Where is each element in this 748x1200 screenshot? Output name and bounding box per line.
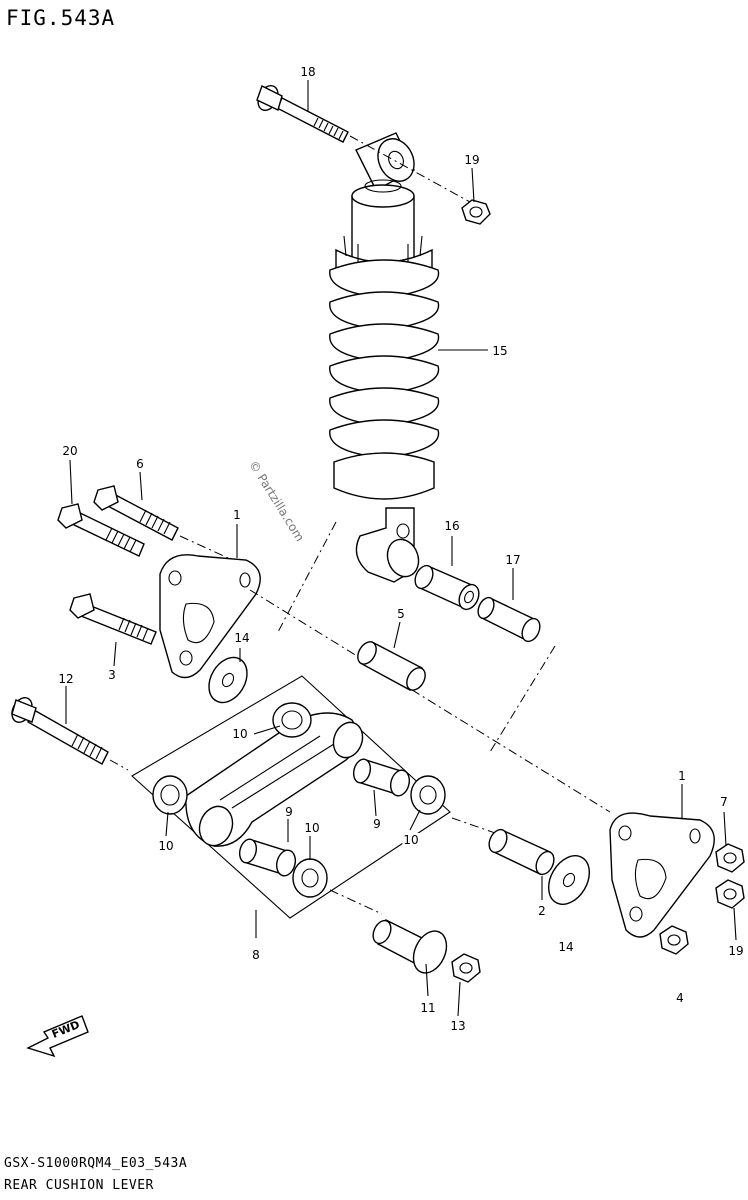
bearing-9-lower xyxy=(238,838,297,877)
shock-spring xyxy=(329,259,440,500)
seal-10-left xyxy=(152,775,188,815)
callout-15: 15 xyxy=(491,344,509,358)
washer-14-left xyxy=(208,656,248,704)
callout-3: 3 xyxy=(107,668,117,682)
callout-6: 6 xyxy=(135,457,145,471)
bolt-12 xyxy=(11,697,109,765)
callout-5: 5 xyxy=(396,607,406,621)
callout-7: 7 xyxy=(719,795,729,809)
collar-11 xyxy=(372,919,448,974)
bolt-18 xyxy=(256,85,349,143)
seal-10-bottom xyxy=(292,858,328,898)
callout-4: 4 xyxy=(675,991,685,1005)
callout-20: 20 xyxy=(61,444,79,458)
fwd-arrow-icon xyxy=(26,1015,89,1058)
callout-14: 14 xyxy=(557,940,575,954)
callout-10: 10 xyxy=(231,727,249,741)
bolt-3 xyxy=(69,593,157,645)
callout-16: 16 xyxy=(443,519,461,533)
bracket-1-left xyxy=(159,554,261,679)
callout-14: 14 xyxy=(233,631,251,645)
callout-12: 12 xyxy=(57,672,75,686)
bracket-1-right xyxy=(609,812,715,938)
figure-name: REAR CUSHION LEVER xyxy=(4,1178,154,1193)
callout-10: 10 xyxy=(157,839,175,853)
callout-1: 1 xyxy=(232,508,242,522)
callout-2: 2 xyxy=(537,904,547,918)
figure-title: FIG.543A xyxy=(6,6,116,30)
cushion-lever xyxy=(185,712,364,847)
nut-19-right xyxy=(715,879,745,909)
bearing-9-upper xyxy=(352,758,411,797)
callout-9: 9 xyxy=(372,817,382,831)
seal-10-top xyxy=(272,702,312,738)
callout-10: 10 xyxy=(402,833,420,847)
spacer-2 xyxy=(488,828,555,876)
callout-18: 18 xyxy=(299,65,317,79)
bearing-16 xyxy=(414,564,480,611)
callout-11: 11 xyxy=(419,1001,437,1015)
shock-lower-clevis xyxy=(355,507,420,583)
seal-10-right xyxy=(410,775,446,815)
callout-10: 10 xyxy=(303,821,321,835)
nut-7 xyxy=(715,843,745,873)
bolt-20 xyxy=(57,503,145,557)
spacer-5 xyxy=(357,641,426,691)
callout-1: 1 xyxy=(677,769,687,783)
callout-19: 19 xyxy=(463,153,481,167)
nut-19-top xyxy=(461,199,491,225)
shock-upper-eye xyxy=(355,132,415,191)
washer-14-right xyxy=(548,855,590,905)
callout-19: 19 xyxy=(727,944,745,958)
callout-13: 13 xyxy=(449,1019,467,1033)
leader-lines xyxy=(65,80,737,1017)
callout-17: 17 xyxy=(504,553,522,567)
callout-9: 9 xyxy=(284,805,294,819)
rear-shock-absorber xyxy=(329,132,440,583)
spacer-17 xyxy=(477,596,541,643)
nut-4 xyxy=(659,925,689,955)
nut-13 xyxy=(451,953,481,983)
bolt-6 xyxy=(93,485,179,541)
callout-8: 8 xyxy=(251,948,261,962)
figure-code: GSX-S1000RQM4_E03_543A xyxy=(4,1156,188,1171)
assembly-8-outline xyxy=(131,675,451,919)
